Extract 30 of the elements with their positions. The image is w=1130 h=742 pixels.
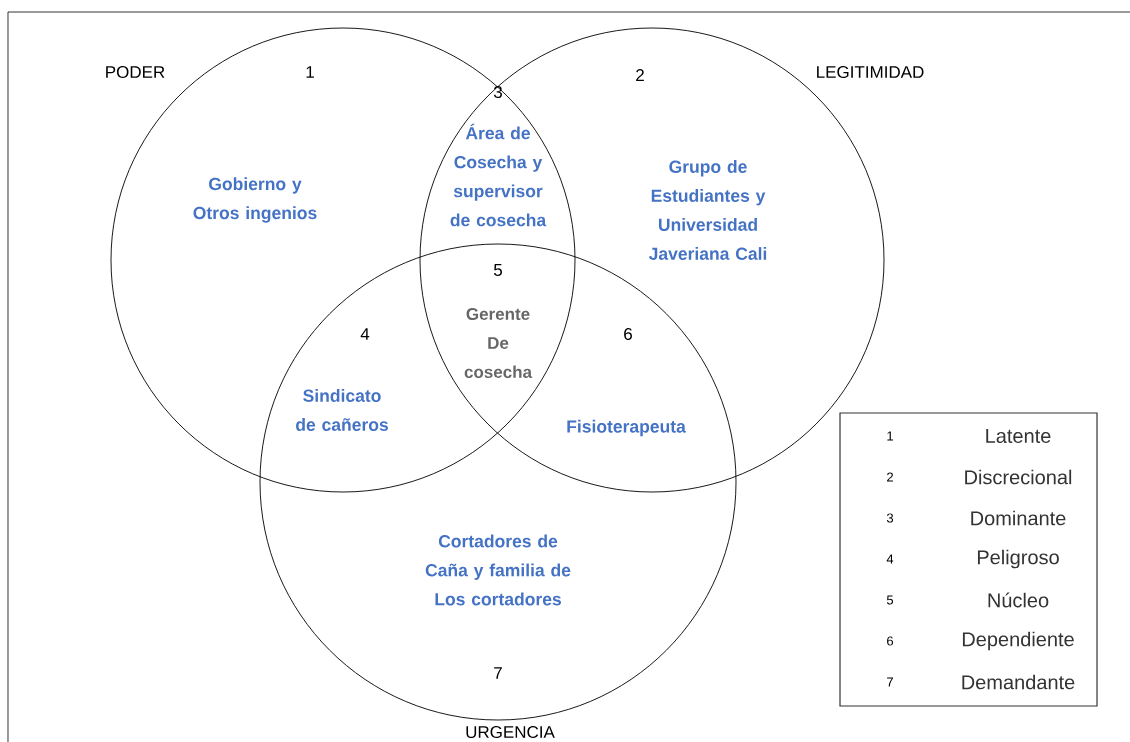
region-number: 1 <box>306 66 314 78</box>
region-number: 3 <box>493 86 502 99</box>
stakeholder-label: Área de Cosecha y supervisor de cosecha <box>450 123 547 227</box>
key-term: Latente <box>986 429 1051 443</box>
stakeholder-label: Grupo de Estudiantes y Universidad Javeriana Cali <box>648 160 767 260</box>
stakeholder-label: Sindicato de cañeros <box>296 389 388 431</box>
set-label: URGENCIA <box>466 726 555 739</box>
key-number: 7 <box>887 677 893 687</box>
region-number: 7 <box>494 667 502 679</box>
key-number: 5 <box>886 595 894 605</box>
key-number: 6 <box>887 636 894 646</box>
key-term: Peligroso <box>977 549 1059 569</box>
key-term: Dominante <box>971 510 1066 526</box>
region-number: 6 <box>624 328 632 341</box>
key-term: Núcleo <box>988 592 1049 608</box>
set-label: LEGITIMIDAD <box>817 66 924 79</box>
stakeholder-label: Gobierno y Otros ingenios <box>193 177 317 223</box>
set-label: PODER <box>106 66 165 79</box>
stakeholder-label: Cortadores de Caña y familia de Los cortadores <box>425 534 571 606</box>
key-number: 4 <box>886 554 894 564</box>
key-term: Dependiente <box>962 631 1074 651</box>
region-number: 4 <box>360 328 370 340</box>
venn-circle <box>259 243 737 721</box>
stakeholder-label: Gerente De cosecha <box>464 308 533 379</box>
stakeholder-label: Fisioterapeuta <box>567 419 686 437</box>
region-number: 5 <box>493 264 502 276</box>
region-number: 2 <box>636 69 644 81</box>
key-term: Discrecional <box>965 469 1072 485</box>
key-number: 3 <box>886 513 894 523</box>
key-term: Demandante <box>962 674 1075 690</box>
